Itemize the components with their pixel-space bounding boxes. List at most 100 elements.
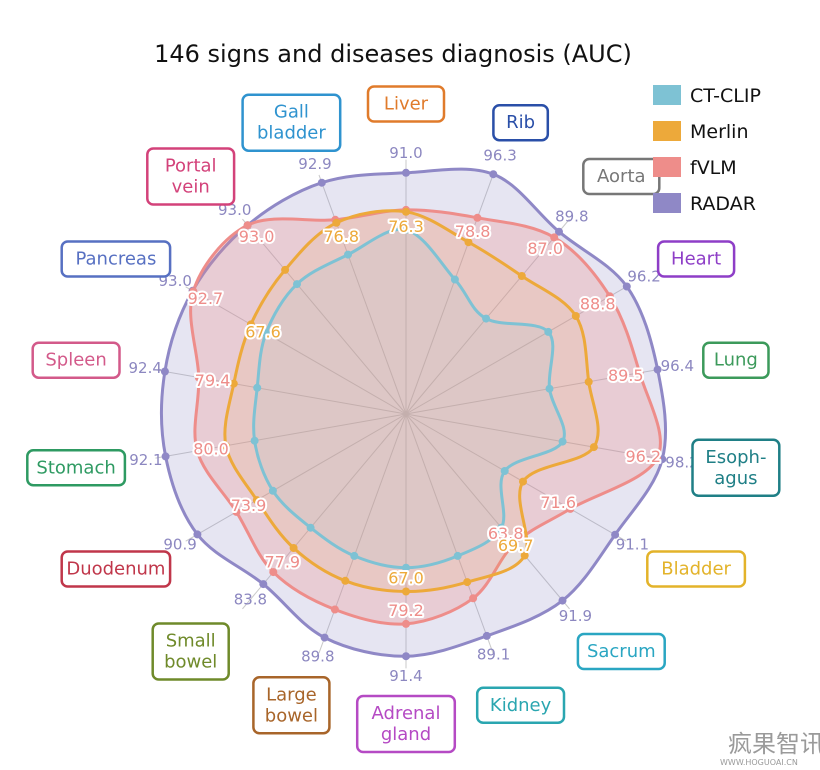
point-radar — [653, 365, 662, 374]
chart-title: 146 signs and diseases diagnosis (AUC) — [154, 40, 632, 68]
category-box — [492, 103, 550, 142]
point-ct-clip — [450, 275, 459, 284]
point-radar — [259, 580, 268, 589]
value-label-fvlm: 78.8 — [455, 222, 491, 241]
grid-spoke — [405, 369, 657, 415]
point-ct-clip — [558, 437, 567, 446]
point-fvlm — [402, 619, 410, 628]
point-merlin — [341, 576, 350, 585]
category-esoph-agus: Esoph-agus — [691, 438, 781, 498]
point-radar — [482, 631, 491, 640]
point-ct-clip — [482, 314, 491, 323]
category-box — [576, 632, 666, 671]
point-merlin — [281, 265, 290, 274]
grid-spoke — [242, 413, 407, 610]
value-label-fvlm: 80.0 — [193, 439, 229, 458]
point-ct-clip — [262, 329, 270, 338]
category-sacrum: Sacrum — [576, 632, 666, 671]
category-label: Adrenal — [372, 703, 441, 724]
point-merlin — [402, 207, 410, 216]
category-kidney: Kidney — [475, 686, 566, 725]
radar-value-label: 89.1 — [477, 646, 510, 664]
legend-label-fvlm: fVLM — [690, 157, 737, 179]
watermark-sub: WWW.HOGUOAI.CN — [720, 758, 798, 767]
point-merlin — [289, 544, 298, 552]
category-label: gland — [381, 724, 431, 745]
category-label: bladder — [257, 123, 326, 144]
category-label: Aorta — [597, 166, 646, 187]
category-box — [355, 694, 457, 754]
legend-label-merlin: Merlin — [690, 121, 749, 143]
category-pancreas: Pancreas — [60, 240, 172, 278]
value-label-merlin: 69.7 — [498, 536, 534, 555]
category-box — [60, 240, 172, 278]
category-stomach: Stomach — [26, 449, 127, 487]
radar-value-label: 91.1 — [616, 536, 649, 554]
category-label: Pancreas — [75, 249, 156, 270]
value-label-fvlm: 73.9 — [231, 496, 267, 515]
point-fvlm — [189, 287, 198, 296]
value-label-fvlm: 88.8 — [580, 294, 616, 313]
category-aorta: Aorta — [582, 157, 661, 196]
point-ct-clip — [544, 327, 553, 336]
value-label-fvlm: 93.0 — [239, 227, 275, 246]
point-fvlm — [269, 568, 278, 577]
value-label-merlin: 67.6 — [245, 322, 281, 341]
point-radar — [611, 530, 620, 539]
point-ct-clip — [350, 551, 359, 560]
point-ct-clip — [545, 384, 554, 393]
category-box — [31, 341, 121, 379]
point-fvlm — [550, 233, 559, 242]
grid-spoke — [242, 218, 407, 415]
category-label: Kidney — [490, 695, 552, 716]
point-merlin — [571, 312, 580, 320]
radar-value-label: 92.1 — [129, 451, 162, 469]
point-fvlm — [653, 454, 662, 463]
point-fvlm — [232, 507, 241, 516]
radar-value-label: 89.8 — [301, 647, 334, 665]
category-liver: Liver — [366, 85, 446, 123]
legend-swatch-merlin — [653, 121, 681, 141]
category-box — [366, 85, 446, 123]
point-merlin — [584, 377, 593, 386]
point-ct-clip — [497, 523, 506, 532]
point-radar — [489, 170, 498, 179]
point-fvlm — [510, 539, 519, 548]
category-label: Heart — [671, 249, 721, 270]
category-label: agus — [714, 468, 757, 489]
point-merlin — [402, 587, 410, 596]
legend-swatch-fvlm — [653, 157, 681, 177]
category-label: Portal — [165, 156, 217, 177]
category-label: bowel — [164, 652, 217, 673]
grid-spoke — [405, 413, 494, 654]
radar-value-label: 91.9 — [559, 607, 592, 625]
radar-value-label: 92.9 — [298, 155, 331, 173]
value-label-fvlm: 71.6 — [540, 493, 576, 512]
category-spleen: Spleen — [31, 341, 121, 379]
point-fvlm — [605, 292, 614, 301]
category-label: Liver — [384, 94, 429, 115]
category-box — [146, 147, 236, 206]
value-label-merlin: 67.0 — [388, 569, 424, 588]
value-label-fvlm: 77.9 — [264, 552, 300, 571]
point-radar — [320, 633, 329, 642]
category-label: bowel — [265, 705, 318, 726]
point-ct-clip — [402, 225, 410, 234]
category-label: Bladder — [661, 559, 731, 580]
point-merlin — [221, 441, 230, 450]
radar-value-label: 83.8 — [234, 590, 267, 608]
grid-spoke — [185, 413, 407, 542]
point-merlin — [252, 496, 261, 505]
point-radar — [402, 652, 410, 661]
watermark: 疯果智讯 WWW.HOGUOAI.CN — [720, 730, 820, 767]
category-rib: Rib — [492, 103, 550, 142]
category-box — [702, 341, 770, 379]
point-radar — [160, 367, 169, 376]
point-fvlm — [193, 446, 202, 455]
point-ct-clip — [306, 523, 315, 532]
